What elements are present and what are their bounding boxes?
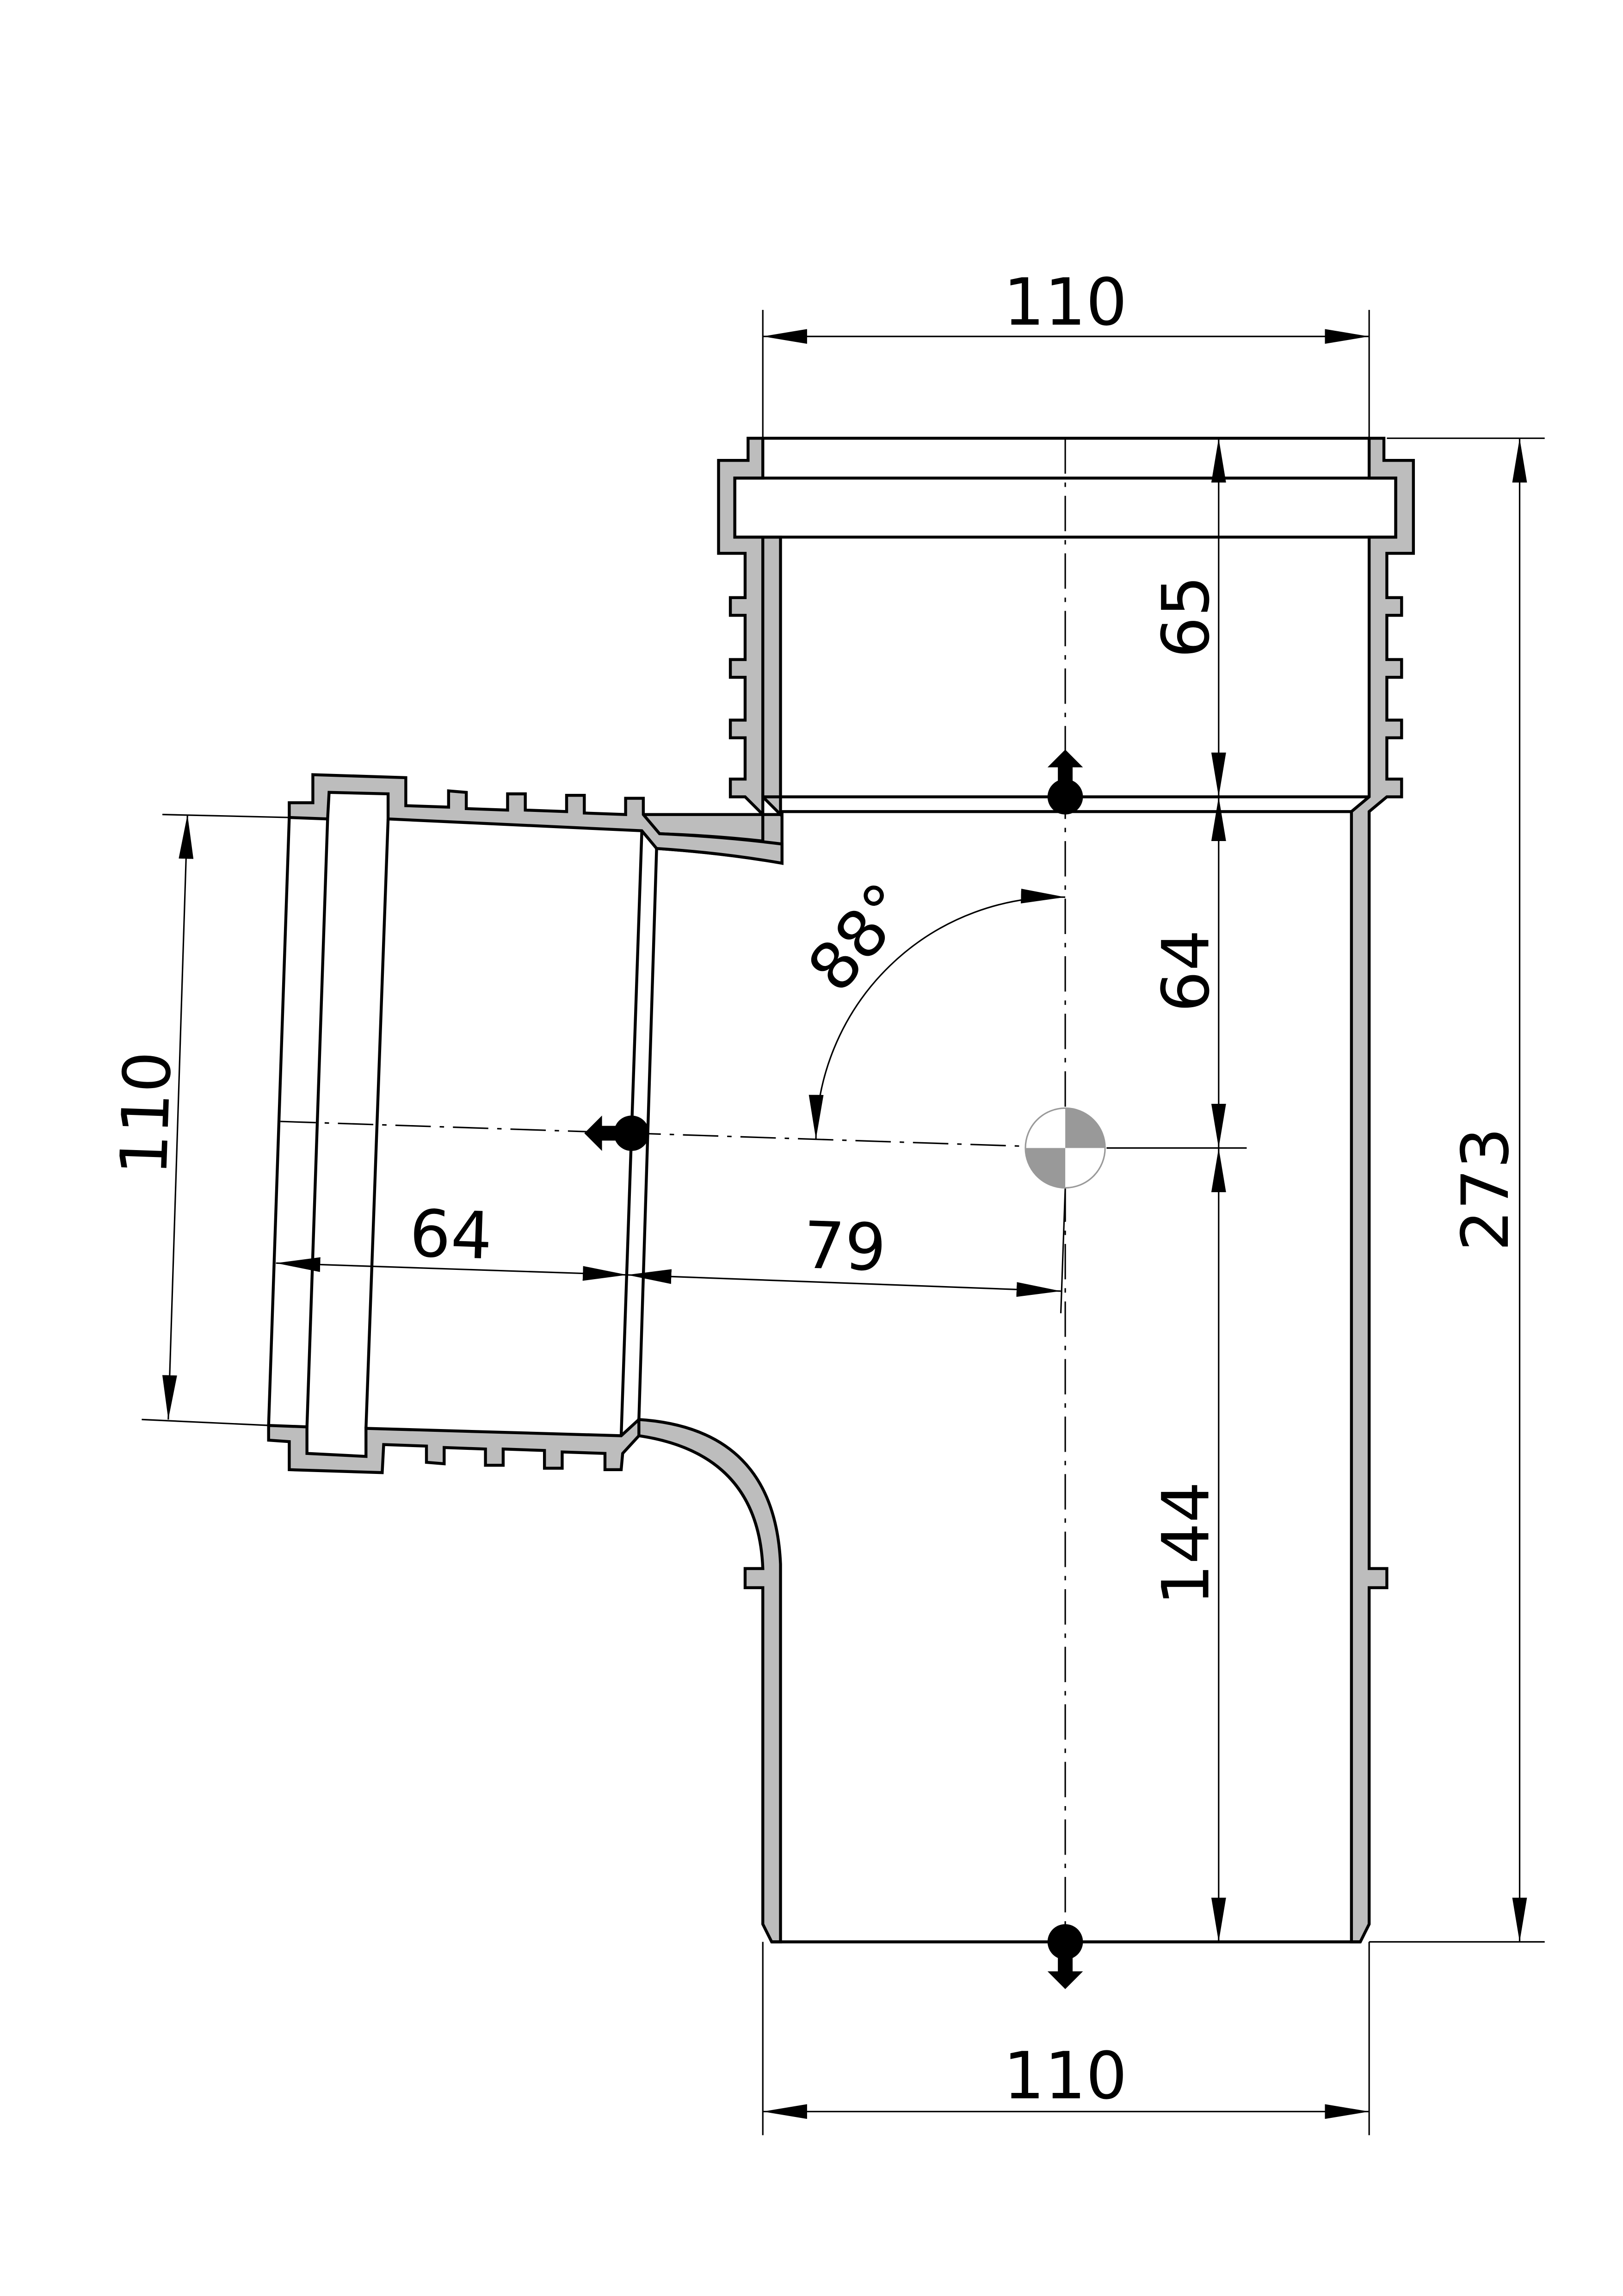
dim-bottom-width-label: 110 bbox=[1003, 2039, 1127, 2114]
flow-arrow-branch-icon bbox=[584, 1115, 649, 1151]
center-mark-icon bbox=[1024, 1107, 1106, 1189]
dim-socket-depth-label: 65 bbox=[1148, 576, 1224, 658]
branch-lower-wall bbox=[267, 1416, 641, 1474]
main-socket-left-wall bbox=[639, 437, 784, 865]
dim-branch-angle-label: 88° bbox=[794, 869, 926, 1006]
dim-branch-offset-label: 79 bbox=[802, 1208, 887, 1286]
dim-branch-angle bbox=[808, 889, 1066, 1139]
dim-lower-segment-label: 144 bbox=[1148, 1481, 1224, 1605]
main-lower-left-wall bbox=[637, 1417, 782, 1943]
flow-arrow-bottom-icon bbox=[1047, 1924, 1083, 1989]
dim-branch-socket-depth bbox=[276, 1257, 627, 1281]
dim-branch-socket-depth-label: 64 bbox=[408, 1196, 494, 1274]
dim-upper-segment-label: 64 bbox=[1148, 929, 1224, 1012]
flow-arrow-top-icon bbox=[1047, 749, 1083, 815]
dim-branch-diameter-label: 110 bbox=[106, 1050, 186, 1176]
main-pipe bbox=[637, 437, 1415, 1943]
dim-top-width-label: 110 bbox=[1003, 265, 1127, 340]
branch-upper-wall bbox=[288, 773, 784, 865]
gasket-groove bbox=[733, 477, 1397, 539]
dimensions: 110 110 273 65 64 144 110 64 79 88° bbox=[106, 265, 1545, 2135]
main-socket-right-wall bbox=[1350, 437, 1415, 1943]
dim-branch-diameter bbox=[162, 814, 194, 1420]
dim-overall-length-label: 273 bbox=[1448, 1127, 1524, 1251]
dim-branch-offset bbox=[627, 1269, 1061, 1297]
